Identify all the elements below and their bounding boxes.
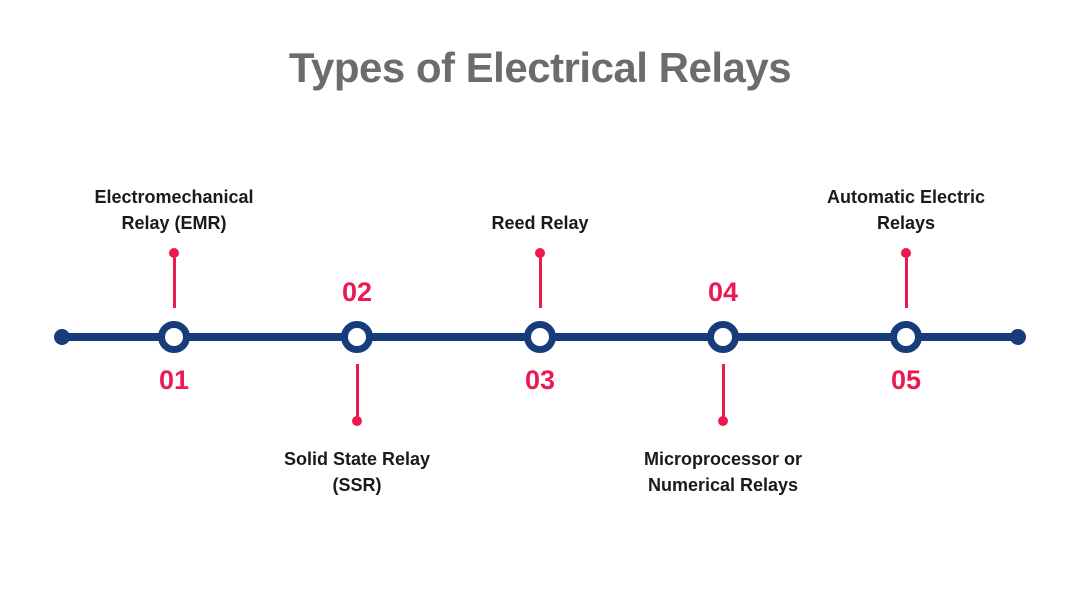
milestone-label: Electromechanical Relay (EMR)	[94, 187, 254, 233]
timeline-end-dot	[1010, 329, 1026, 345]
step-number: 03	[524, 365, 556, 395]
step-number: 02	[341, 277, 373, 307]
step-number: 04	[707, 277, 739, 307]
milestone-label: Automatic Electric Relays	[826, 187, 986, 233]
connector-stem	[172, 253, 176, 308]
connector-endpoint-dot	[352, 416, 362, 426]
connector-stem	[721, 364, 725, 417]
connector-stem	[355, 364, 359, 417]
step-number: 01	[158, 365, 190, 395]
step-number: 05	[890, 365, 922, 395]
timeline-node-circle	[341, 321, 373, 353]
milestone-label: Microprocessor or Numerical Relays	[643, 449, 803, 495]
timeline-node-circle	[707, 321, 739, 353]
timeline-node-circle	[890, 321, 922, 353]
timeline-node-circle	[158, 321, 190, 353]
page-title: Types of Electrical Relays	[288, 44, 792, 91]
connector-stem	[538, 253, 542, 308]
connector-endpoint-dot	[718, 416, 728, 426]
connector-stem	[904, 253, 908, 308]
timeline-node-circle	[524, 321, 556, 353]
timeline-start-dot	[54, 329, 70, 345]
milestone-label: Solid State Relay (SSR)	[283, 449, 431, 495]
milestone-label: Reed Relay	[491, 213, 589, 233]
